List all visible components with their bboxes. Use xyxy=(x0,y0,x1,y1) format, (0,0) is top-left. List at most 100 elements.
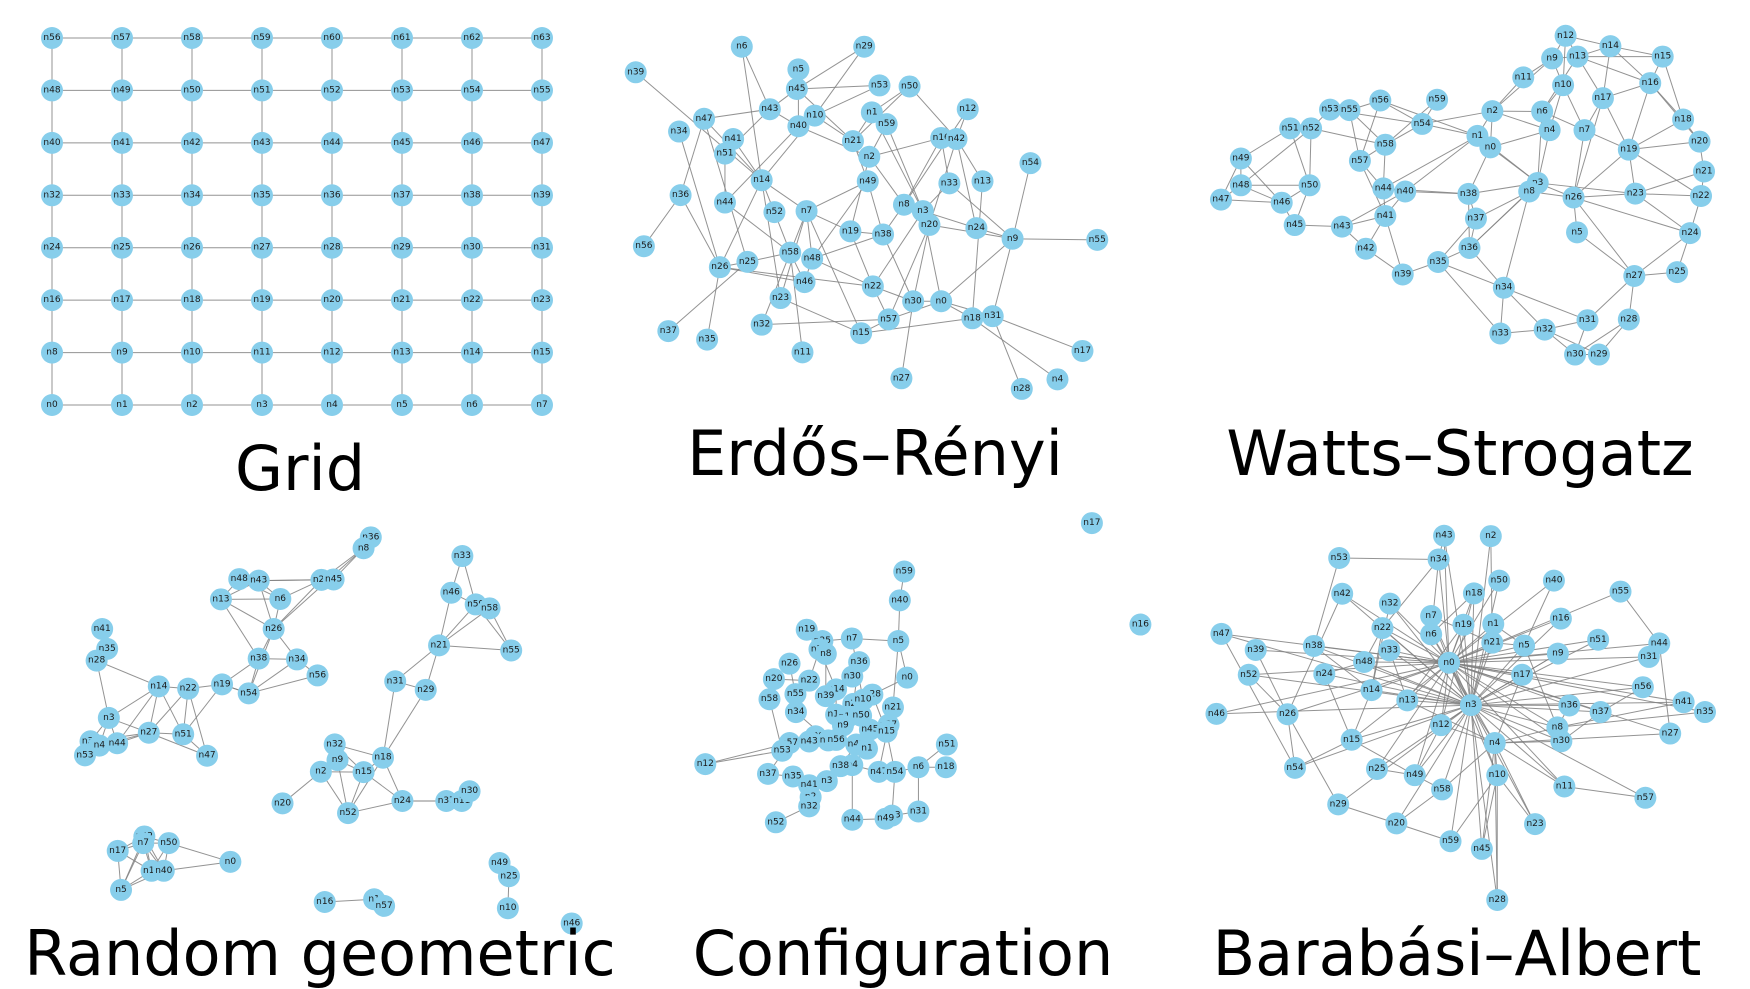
node-label: n56 xyxy=(43,33,60,43)
node-label: n21 xyxy=(1695,167,1712,177)
node-label: n48 xyxy=(804,254,821,264)
node: n35 xyxy=(781,765,804,788)
edge xyxy=(872,210,924,287)
node-circle xyxy=(172,723,195,746)
node-label: n56 xyxy=(828,735,845,745)
node-label: n29 xyxy=(417,685,434,695)
node-circle xyxy=(1481,100,1504,123)
node-circle xyxy=(798,669,821,692)
node-label: n57 xyxy=(1637,793,1654,803)
node-label: n54 xyxy=(240,688,257,698)
node: n50 xyxy=(181,79,203,102)
node-label: n49 xyxy=(113,85,130,95)
node-circle xyxy=(531,394,553,416)
node-circle xyxy=(1554,24,1577,47)
node-circle xyxy=(1558,694,1581,717)
node-circle xyxy=(181,131,203,154)
node: n43 xyxy=(1330,215,1353,238)
node: n40 xyxy=(888,589,911,612)
edge xyxy=(1382,627,1472,706)
node-circle xyxy=(478,597,501,620)
node: n55 xyxy=(1609,580,1632,603)
edge xyxy=(724,202,791,254)
node-label: n11 xyxy=(1515,72,1532,82)
node: n3 xyxy=(1459,694,1482,717)
node-label: n40 xyxy=(891,595,908,605)
node-label: n17 xyxy=(1514,670,1531,680)
node: n40 xyxy=(1394,180,1417,203)
edge xyxy=(869,137,942,158)
node-label: n59 xyxy=(1429,95,1446,105)
node-label: n23 xyxy=(1627,189,1644,199)
node: n51 xyxy=(1587,628,1610,651)
node-label: n34 xyxy=(1495,283,1512,293)
node-label: n0 xyxy=(1443,658,1455,668)
node: n37 xyxy=(657,320,680,343)
node-circle xyxy=(1573,119,1596,142)
node-circle xyxy=(111,131,133,154)
node-circle xyxy=(531,184,553,207)
node-label: n30 xyxy=(463,243,480,253)
node: n42 xyxy=(181,131,203,154)
node-label: n10 xyxy=(1489,770,1506,780)
node-label: n5 xyxy=(1518,641,1529,651)
node-circle xyxy=(1631,676,1654,699)
node-label: n25 xyxy=(1368,764,1385,774)
node: n10 xyxy=(181,341,203,364)
node: n22 xyxy=(861,275,884,298)
node-label: n17 xyxy=(109,846,126,856)
node-label: n30 xyxy=(1553,736,1570,746)
node-circle xyxy=(632,235,655,258)
node-circle xyxy=(1538,119,1561,142)
node-label: n27 xyxy=(893,373,910,383)
node-circle xyxy=(219,850,242,873)
node: n47 xyxy=(693,107,716,130)
edge xyxy=(668,261,748,332)
node-circle xyxy=(1328,546,1351,569)
node-circle xyxy=(152,859,175,882)
node: n17 xyxy=(106,839,129,862)
edge xyxy=(1470,704,1562,742)
node-label: n60 xyxy=(323,33,340,43)
node-circle xyxy=(758,688,781,711)
node-label: n21 xyxy=(1484,638,1501,648)
node-label: n55 xyxy=(1612,587,1629,597)
node-circle xyxy=(209,588,232,611)
node-label: n45 xyxy=(393,138,410,148)
node: n38 xyxy=(1457,182,1480,205)
node: n1 xyxy=(860,101,883,124)
node: n58 xyxy=(1431,778,1454,801)
node-circle xyxy=(251,27,273,49)
node-label: n45 xyxy=(1286,220,1303,230)
node-label: n4 xyxy=(94,741,106,751)
edge xyxy=(971,181,984,319)
node: n10 xyxy=(496,897,519,920)
node-circle xyxy=(1479,525,1502,548)
node-label: n58 xyxy=(1434,784,1451,794)
node-label: n17 xyxy=(1594,93,1611,103)
node-label: n29 xyxy=(393,243,410,253)
node: n10 xyxy=(1552,74,1575,97)
edge xyxy=(1494,742,1565,787)
node: n50 xyxy=(1298,174,1321,197)
node-label: n0 xyxy=(901,673,913,683)
node-label: n30 xyxy=(905,296,922,306)
node-label: n28 xyxy=(1620,314,1637,324)
node-circle xyxy=(247,569,270,592)
edge xyxy=(680,194,721,268)
node: n28 xyxy=(85,649,108,672)
node: n53 xyxy=(771,739,794,762)
edge xyxy=(1448,580,1500,664)
node-circle xyxy=(1330,215,1353,238)
node-label: n21 xyxy=(393,295,410,305)
node: n24 xyxy=(391,789,414,812)
node-circle xyxy=(785,77,808,100)
node-circle xyxy=(531,131,553,154)
edge xyxy=(220,599,260,659)
node-circle xyxy=(1512,66,1535,89)
node: n37 xyxy=(757,762,779,785)
node: n56 xyxy=(1369,89,1392,112)
node-label: n13 xyxy=(393,348,410,358)
node-circle xyxy=(896,666,919,689)
